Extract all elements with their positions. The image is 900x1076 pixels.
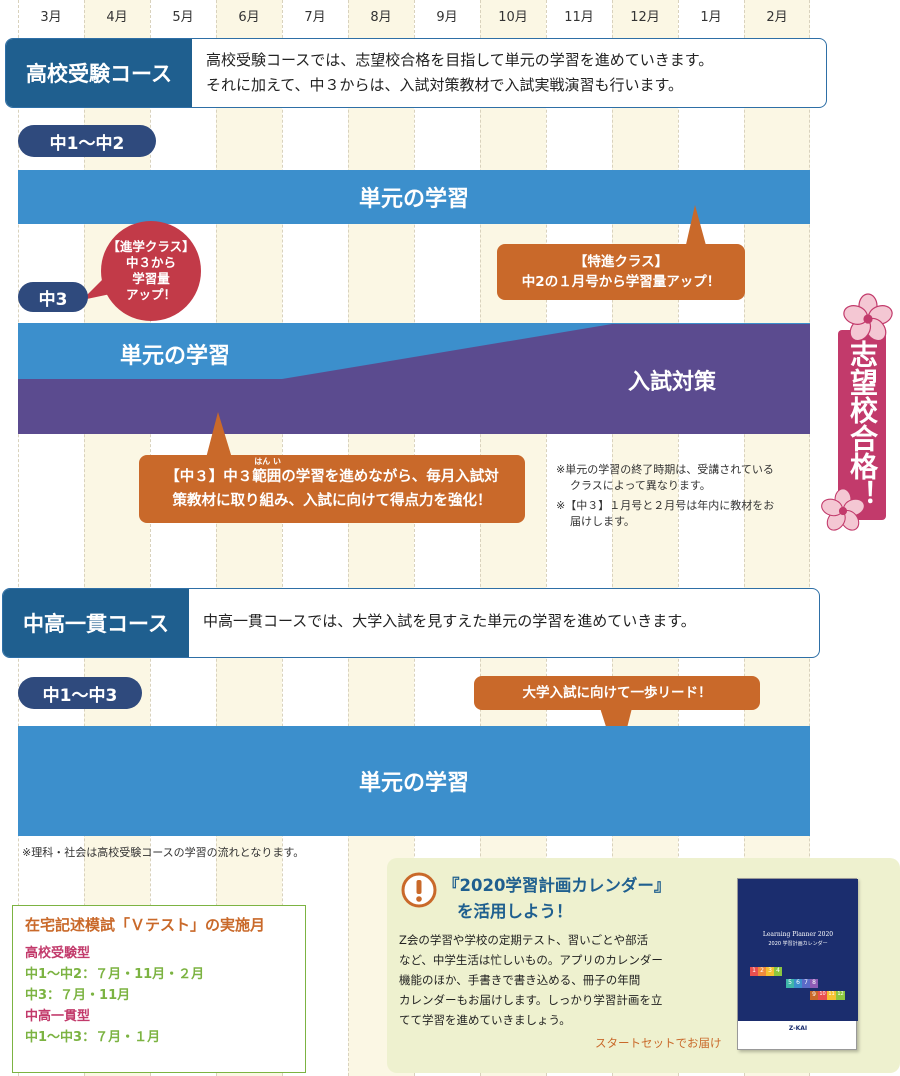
month-label: 3月 <box>40 10 62 25</box>
chu3-split-bar <box>18 323 810 434</box>
vtest-box: 在宅記述模試「Ｖテスト」の実施月 高校受験型 中1～中2：７月・11月・２月 中… <box>12 905 306 1073</box>
unit-study-area <box>18 323 810 379</box>
note-unit-end: ※単元の学習の終了時期は、受講されている クラスによって異なります。 <box>556 463 774 492</box>
month-label: 4月 <box>106 10 128 25</box>
ikkan-course-header: 中高一貫コース 中高一貫コースでは、大学入試を見すえた単元の学習を進めていきます… <box>2 588 820 658</box>
ikkan-science-note: ※理科・社会は高校受験コースの学習の流れとなります。 <box>22 846 305 859</box>
chu3-callout-line2: 策教材に取り組み、入試に向けて得点力を強化！ <box>172 493 492 509</box>
vtest-line-chu3: 中3：７月・11月 <box>25 988 131 1003</box>
calendar-title-1: 『2020学習計画カレンダー』 <box>443 876 671 895</box>
calendar-title-2: を活用しよう！ <box>457 902 573 921</box>
vtest-line-ikkan: 中1～中3：７月・１月 <box>25 1030 161 1045</box>
tokushin-callout-line2: 中2の１月号から学習量アップ！ <box>521 274 721 290</box>
month-label: 9月 <box>436 10 458 25</box>
ikkan-course-title: 中高一貫コース <box>3 589 189 657</box>
goal-banner: 志望校合格！ <box>838 330 886 520</box>
grade-pill-chu1-chu2: 中1～中2 <box>18 125 156 157</box>
goal-banner-text: 志望校合格！ <box>846 340 879 508</box>
sakura-flower-icon <box>821 488 865 531</box>
koukou-course-desc-1: 高校受験コースでは、志望校合格を目指して単元の学習を進めていきます。 <box>206 51 714 69</box>
month-label: 12月 <box>630 10 660 25</box>
month-label: 10月 <box>498 10 528 25</box>
month-label: 6月 <box>238 10 260 25</box>
chu3-exam-prep-label: 入試対策 <box>628 370 717 395</box>
note-chu3-delivery: ※【中３】１月号と２月号は年内に教材をお 届けします。 <box>556 499 775 528</box>
koukou-course-desc-2: それに加えて、中３からは、入試対策教材で入試実戦演習も行います。 <box>206 76 684 94</box>
chu3-unit-study-label: 単元の学習 <box>120 344 231 369</box>
calendar-promo-box: 『2020学習計画カレンダー』 を活用しよう！ Z会の学習や学校の定期テスト、習… <box>387 858 900 1073</box>
ruby-han-i: はん い <box>254 457 282 466</box>
sakura-flower-icon <box>843 293 893 342</box>
ikkan-course-desc: 中高一貫コースでは、大学入試を見すえた単元の学習を進めていきます。 <box>203 612 696 630</box>
vtest-title: 在宅記述模試「Ｖテスト」の実施月 <box>25 916 266 934</box>
tokushin-callout-line1: 【特進クラス】 <box>573 254 669 270</box>
calendar-start-set: スタートセットでお届け <box>595 1036 722 1050</box>
grade-pill-chu3: 中3 <box>18 282 88 312</box>
shingaku-line4: アップ！ <box>125 287 176 302</box>
daigaku-callout: 大学入試に向けて一歩リード！ <box>474 676 760 710</box>
shingaku-bubble: 【進学クラス】 中３から 学習量 アップ！ <box>101 221 201 321</box>
month-label: 1月 <box>700 10 722 25</box>
grade-pill-chu1-chu3: 中1～中3 <box>18 677 142 709</box>
unit-study-bar-chu12: 単元の学習 <box>18 170 810 224</box>
vtest-line-chu12: 中1～中2：７月・11月・２月 <box>25 967 205 982</box>
book-logo: Z-KAI <box>788 1025 808 1032</box>
month-label: 2月 <box>766 10 788 25</box>
chu3-callout-pointer <box>206 412 232 458</box>
koukou-course-title: 高校受験コース <box>6 39 192 107</box>
month-label: 5月 <box>172 10 194 25</box>
vtest-type-ikkan: 中高一貫型 <box>25 1009 91 1024</box>
shingaku-line2: 中３から <box>125 255 176 270</box>
tokushin-callout: 【特進クラス】 中2の１月号から学習量アップ！ <box>497 244 745 300</box>
month-label: 8月 <box>370 10 392 25</box>
calendar-body: Z会の学習や学校の定期テスト、習いごとや部活 など、中学生活は忙しいもの。アプリ… <box>399 933 663 1027</box>
book-subtitle: 2020 学習計画カレンダー <box>768 941 828 947</box>
shingaku-line1: 【進学クラス】 <box>107 239 195 254</box>
month-label: 7月 <box>304 10 326 25</box>
book-title: Learning Planner 2020 <box>762 931 834 938</box>
month-label: 11月 <box>564 10 594 25</box>
vtest-type-koukou: 高校受験型 <box>25 946 91 961</box>
exclamation-icon <box>401 872 437 908</box>
shingaku-line3: 学習量 <box>132 271 170 286</box>
tokushin-callout-pointer <box>685 205 707 249</box>
koukou-course-header: 高校受験コース 高校受験コースでは、志望校合格を目指して単元の学習を進めていきま… <box>5 38 827 108</box>
unit-study-bar-ikkan: 単元の学習 <box>18 726 810 836</box>
calendar-book-cover: Learning Planner 2020 2020 学習計画カレンダー 1 2… <box>737 878 858 1050</box>
